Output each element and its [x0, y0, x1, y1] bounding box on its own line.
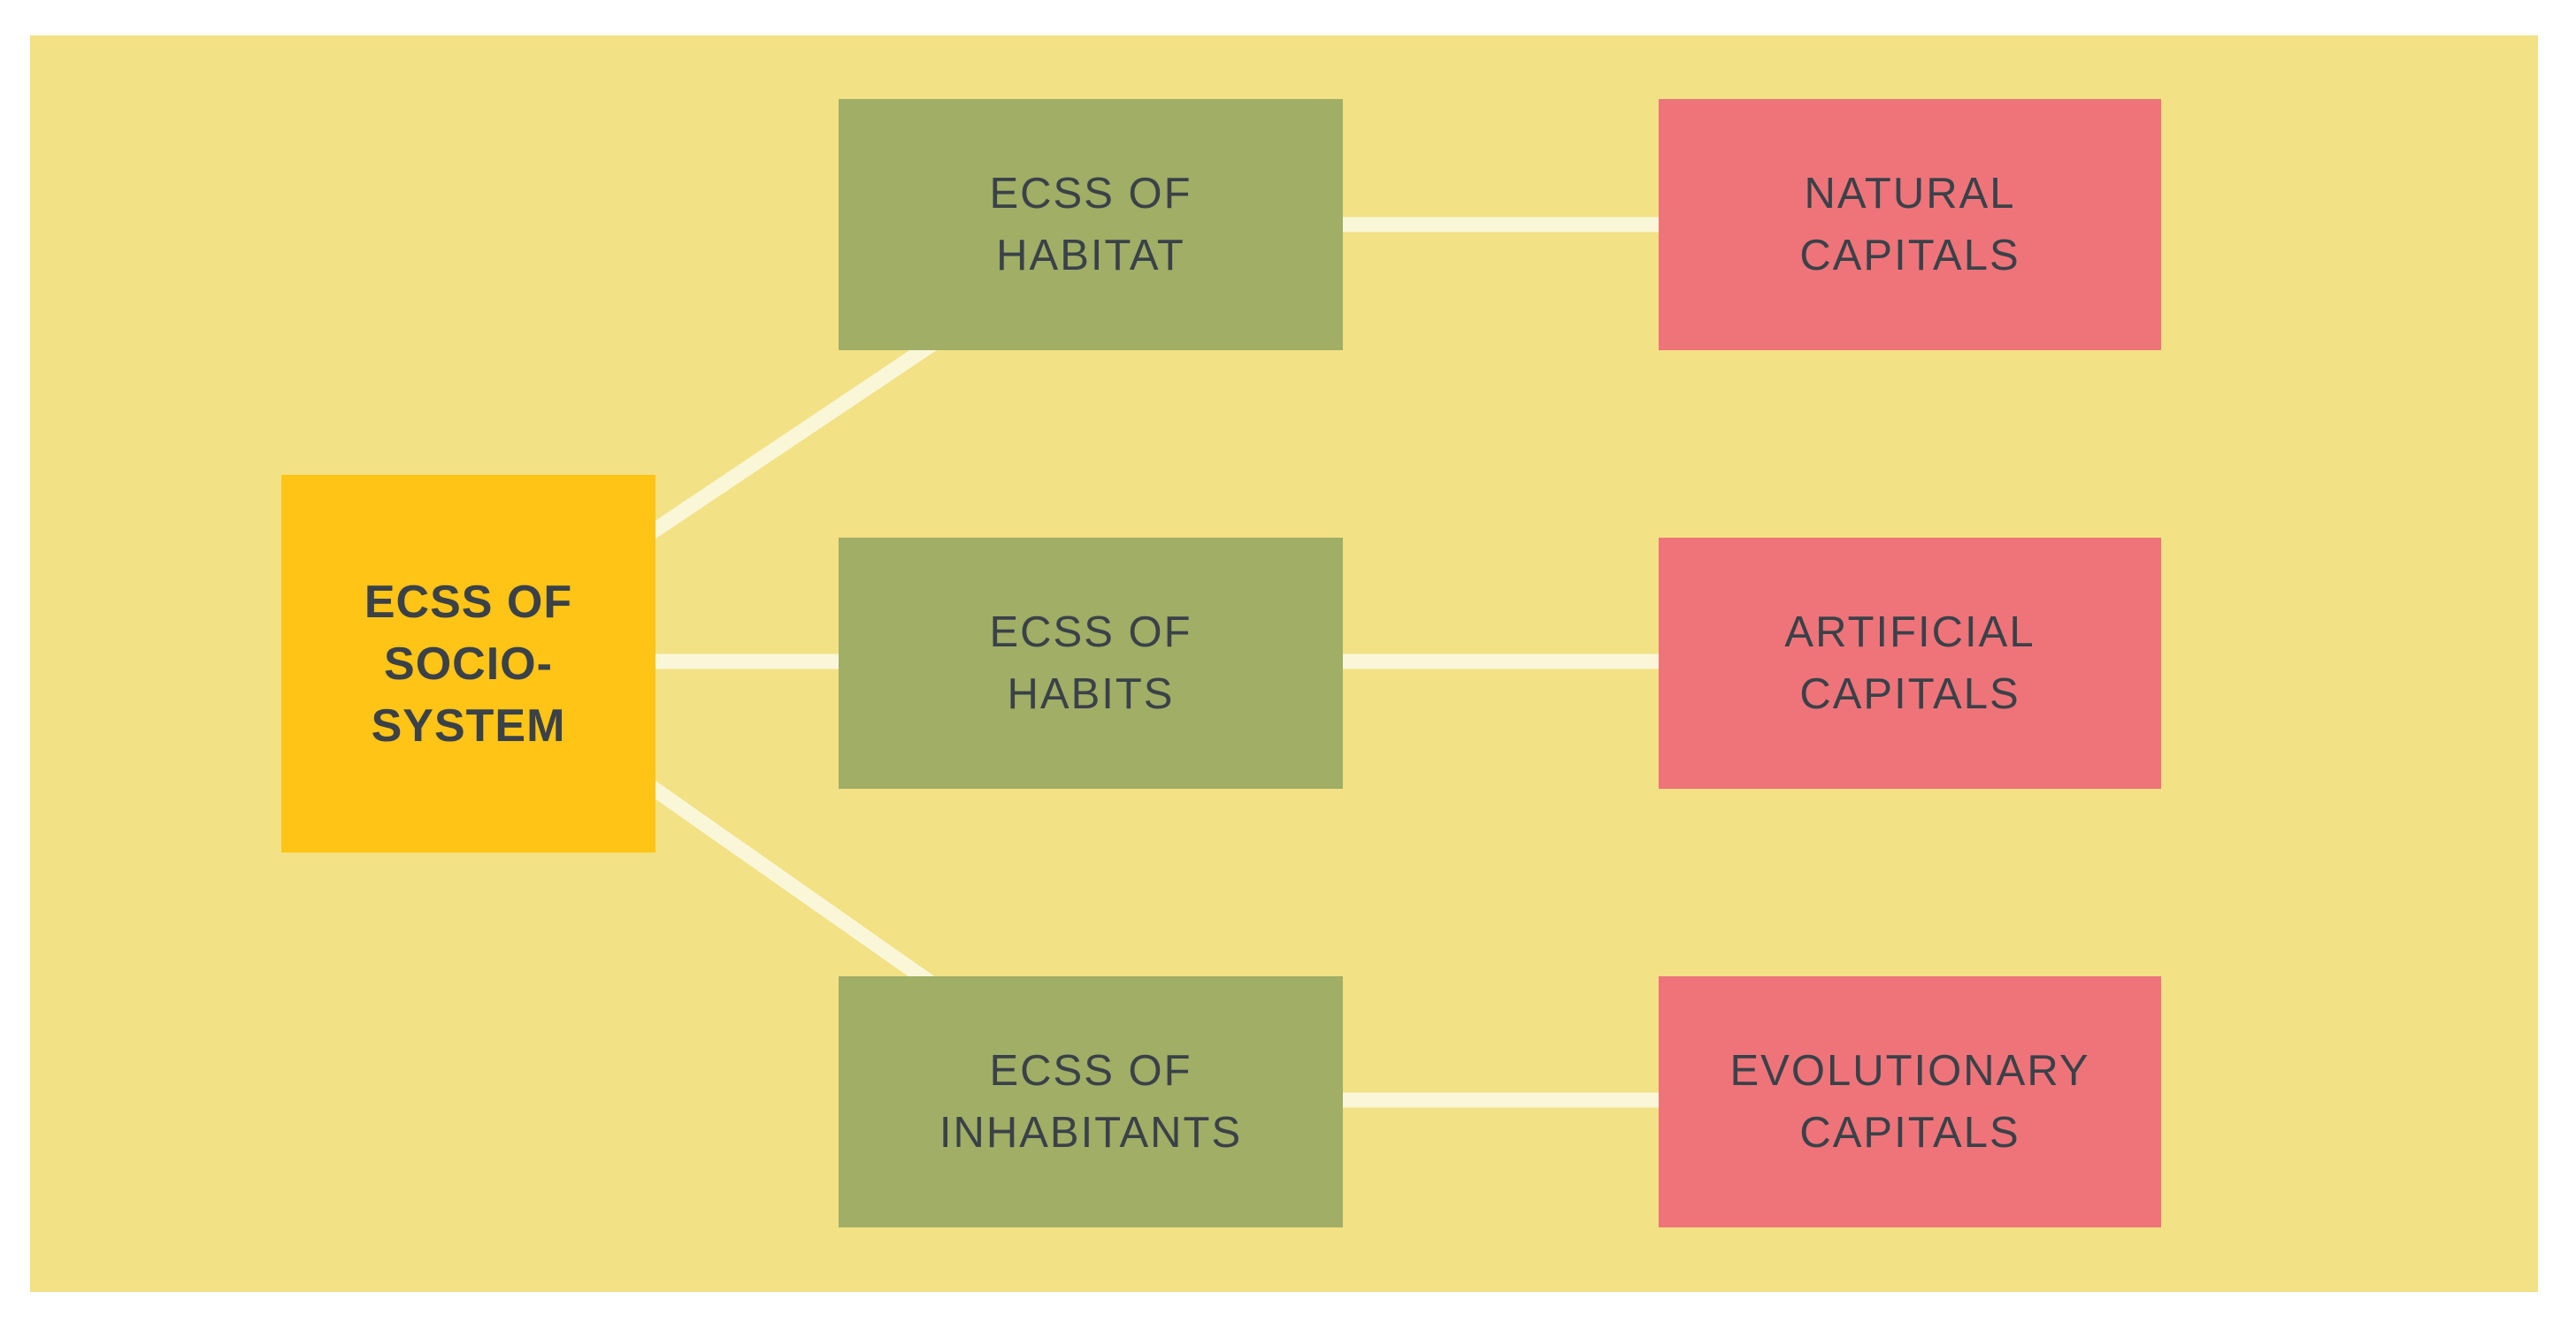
connector-root-to-inhabitants — [646, 780, 942, 994]
node-label-line: SOCIO- — [384, 638, 553, 690]
node-label-line: CAPITALS — [1799, 670, 2020, 718]
node-label-line: HABITS — [1007, 670, 1175, 718]
node-label-line: EVOLUTIONARY — [1729, 1047, 2090, 1095]
node-label-line: INHABITANTS — [939, 1109, 1243, 1157]
node-natural-capitals: NATURAL CAPITALS — [1659, 99, 2161, 350]
node-label-line: CAPITALS — [1799, 232, 2020, 279]
connector-root-to-habitat — [646, 333, 942, 540]
node-label-line: NATURAL — [1804, 170, 2016, 218]
node-label-line: ECSS OF — [989, 608, 1192, 656]
node-label-line: HABITAT — [996, 232, 1185, 279]
node-ecss-of-habits: ECSS OF HABITS — [839, 538, 1343, 789]
node-label-line: ECSS OF — [989, 170, 1192, 218]
node-label-line: ARTIFICIAL — [1784, 608, 2036, 656]
node-evolutionary-capitals: EVOLUTIONARY CAPITALS — [1659, 976, 2161, 1227]
node-ecss-of-inhabitants: ECSS OF INHABITANTS — [839, 976, 1343, 1227]
node-label-line: ECSS OF — [989, 1047, 1192, 1095]
node-label-line: CAPITALS — [1799, 1109, 2020, 1157]
node-ecss-of-socio-system: ECSS OF SOCIO- SYSTEM — [281, 475, 656, 852]
node-label-line: ECSS OF — [364, 576, 573, 628]
node-label-line: SYSTEM — [371, 699, 566, 752]
node-artificial-capitals: ARTIFICIAL CAPITALS — [1659, 538, 2161, 789]
node-ecss-of-habitat: ECSS OF HABITAT — [839, 99, 1343, 350]
